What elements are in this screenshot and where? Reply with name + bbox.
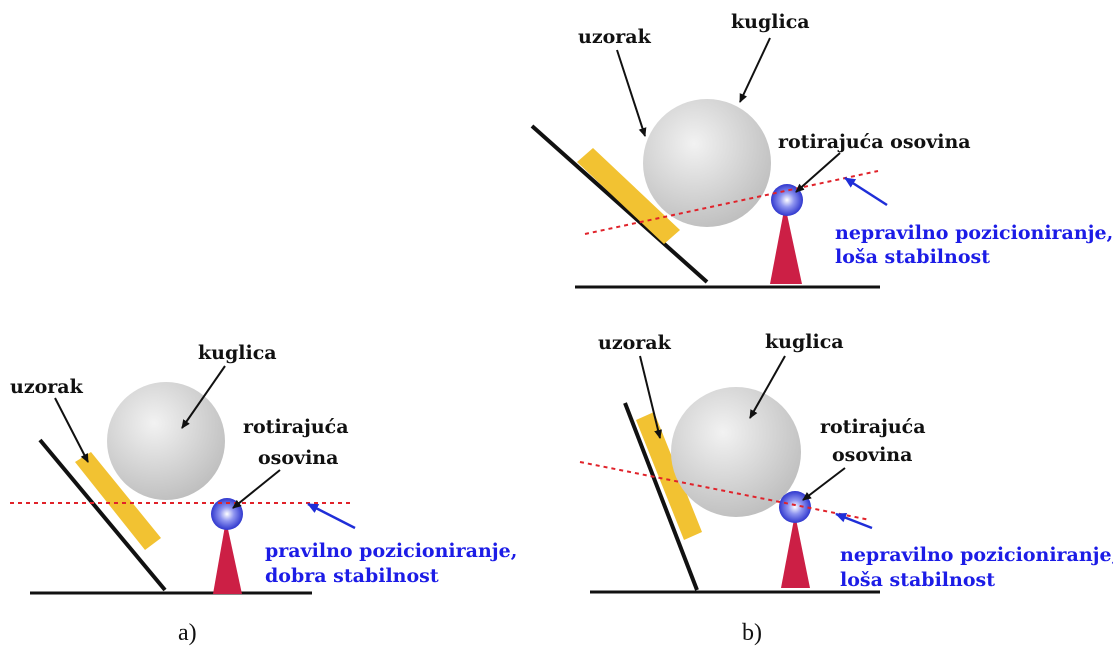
panel-b-bottom-axle <box>779 491 811 523</box>
panel-b-top-note-line2: loša stabilnost <box>835 246 990 268</box>
panel-b-top-sample <box>577 148 680 244</box>
panel-b-top-dashed-line <box>584 170 879 235</box>
panel-b-top-ball-label: kuglica <box>731 11 810 33</box>
panel-b-bottom-sample <box>636 412 702 540</box>
panel-b-bottom: uzorak kuglica rotirajuća osovina neprav… <box>579 331 1113 646</box>
panel-b-bottom-axle-label-line1: rotirajuća <box>820 416 926 438</box>
panel-b-top: uzorak kuglica rotirajuća osovina neprav… <box>530 11 1113 289</box>
panel-a-note-line2: dobra stabilnost <box>265 565 439 587</box>
panel-b-bottom-support <box>781 514 810 588</box>
panel-b-top-note-line1: nepravilno pozicioniranje, <box>835 222 1113 244</box>
panel-b-top-ball <box>643 99 771 227</box>
panel-a: uzorak kuglica rotirajuća osovina pravil… <box>10 342 517 646</box>
panel-b-bottom-ball-arrow <box>749 355 786 419</box>
panel-b-bottom-sample-label: uzorak <box>598 332 672 354</box>
panel-b-bottom-ball-label: kuglica <box>765 331 844 353</box>
panel-b-bottom-tilted-plate <box>623 402 699 591</box>
panel-a-support <box>213 520 242 594</box>
panel-b-top-axle <box>771 184 803 216</box>
panel-b-caption: b) <box>742 620 762 646</box>
panel-a-axle-label-line1: rotirajuća <box>243 416 349 438</box>
panel-b-bottom-note-line2: loša stabilnost <box>840 569 995 591</box>
panel-a-note-line1: pravilno pozicioniranje, <box>265 540 517 562</box>
panel-a-caption: a) <box>178 620 197 646</box>
panel-b-bottom-axle-label-line2: osovina <box>832 444 912 466</box>
panel-b-top-note-arrow <box>844 176 888 207</box>
panel-b-top-tilted-plate <box>530 124 709 284</box>
panel-b-bottom-axle-arrow <box>802 467 846 501</box>
panel-a-ball-label: kuglica <box>198 342 277 364</box>
panel-b-bottom-ball <box>671 387 801 517</box>
panel-b-bottom-dashed-line <box>579 461 871 521</box>
panel-b-bottom-sample-arrow <box>639 355 662 439</box>
panel-b-top-ball-arrow <box>739 37 771 103</box>
panel-a-note-arrow <box>307 502 356 530</box>
panel-b-top-axle-arrow <box>795 152 841 193</box>
panel-a-sample-label: uzorak <box>10 376 84 398</box>
panel-a-axle-arrow <box>232 469 281 509</box>
panel-b-top-sample-arrow <box>616 49 647 137</box>
panel-a-ball-arrow <box>181 365 226 429</box>
panel-a-ball <box>107 382 225 500</box>
panel-a-sample <box>75 452 161 550</box>
panel-b-top-sample-label: uzorak <box>578 26 652 48</box>
panel-a-axle-label-line2: osovina <box>258 447 338 469</box>
panel-b-top-axle-label: rotirajuća osovina <box>778 131 971 153</box>
panel-a-tilted-plate <box>38 438 167 592</box>
panel-b-bottom-note-arrow <box>835 512 873 530</box>
panel-b-bottom-note-line1: nepravilno pozicioniranje, <box>840 544 1113 566</box>
panel-b-top-support <box>770 205 802 284</box>
panel-a-sample-arrow <box>54 397 89 463</box>
